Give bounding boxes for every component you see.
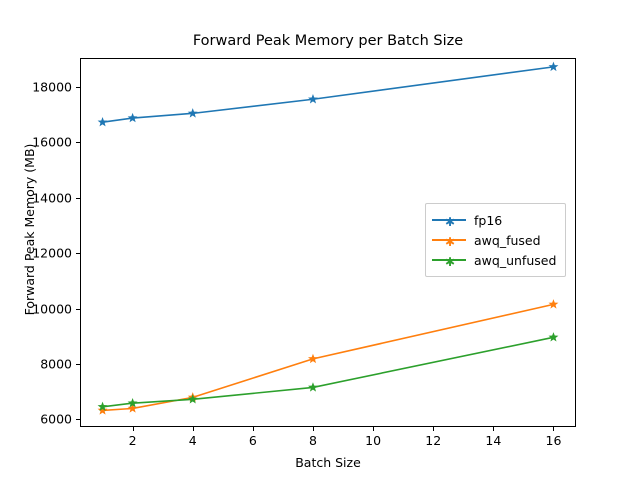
x-tick-label: 10 <box>365 433 382 448</box>
legend-label-fp16: fp16 <box>474 212 503 228</box>
x-tick-mark <box>192 427 194 431</box>
x-tick-label: 8 <box>308 433 317 448</box>
y-tick-label: 16000 <box>32 134 72 150</box>
y-tick-mark <box>76 419 80 421</box>
y-tick-mark <box>76 197 80 199</box>
x-tick-label: 16 <box>545 433 562 448</box>
legend-label-awq-unfused: awq_unfused <box>474 252 557 268</box>
y-tick-label: 12000 <box>32 245 72 261</box>
x-tick-mark <box>252 427 254 431</box>
legend-item-1[interactable]: ✱ awq_fused <box>432 230 556 250</box>
x-axis-label: Batch Size <box>295 455 361 470</box>
x-tick-label: 4 <box>188 433 197 448</box>
x-tick-label: 2 <box>128 433 137 448</box>
legend-label-awq-fused: awq_fused <box>474 232 541 248</box>
legend-swatch-fp16: ✱ <box>432 213 466 229</box>
y-tick-mark <box>76 308 80 310</box>
x-tick-mark <box>553 427 555 431</box>
star-marker-icon: ✱ <box>445 234 456 249</box>
star-marker-icon: ✱ <box>445 254 456 269</box>
chart-legend: ✱ fp16 ✱ awq_fused ✱ awq_unfused <box>425 203 567 277</box>
x-tick-label: 14 <box>485 433 502 448</box>
y-tick-label: 8000 <box>40 356 72 372</box>
y-tick-mark <box>76 363 80 365</box>
legend-swatch-awq-unfused: ✱ <box>432 253 466 269</box>
x-tick-mark <box>373 427 375 431</box>
x-tick-mark <box>493 427 495 431</box>
y-tick-label: 10000 <box>32 301 72 317</box>
y-tick-label: 18000 <box>32 79 72 95</box>
chart-title: Forward Peak Memory per Batch Size <box>192 33 464 49</box>
y-tick-mark <box>76 142 80 144</box>
legend-swatch-awq-fused: ✱ <box>432 233 466 249</box>
y-tick-label: 6000 <box>40 411 72 427</box>
x-tick-label: 6 <box>248 433 257 448</box>
x-tick-mark <box>132 427 134 431</box>
x-tick-mark <box>312 427 314 431</box>
x-tick-mark <box>433 427 435 431</box>
y-tick-label: 14000 <box>32 190 72 206</box>
legend-item-0[interactable]: ✱ fp16 <box>432 210 556 230</box>
legend-item-2[interactable]: ✱ awq_unfused <box>432 250 556 270</box>
star-marker-icon: ✱ <box>445 214 456 229</box>
y-tick-mark <box>76 87 80 89</box>
y-tick-mark <box>76 253 80 255</box>
x-tick-label: 12 <box>425 433 442 448</box>
